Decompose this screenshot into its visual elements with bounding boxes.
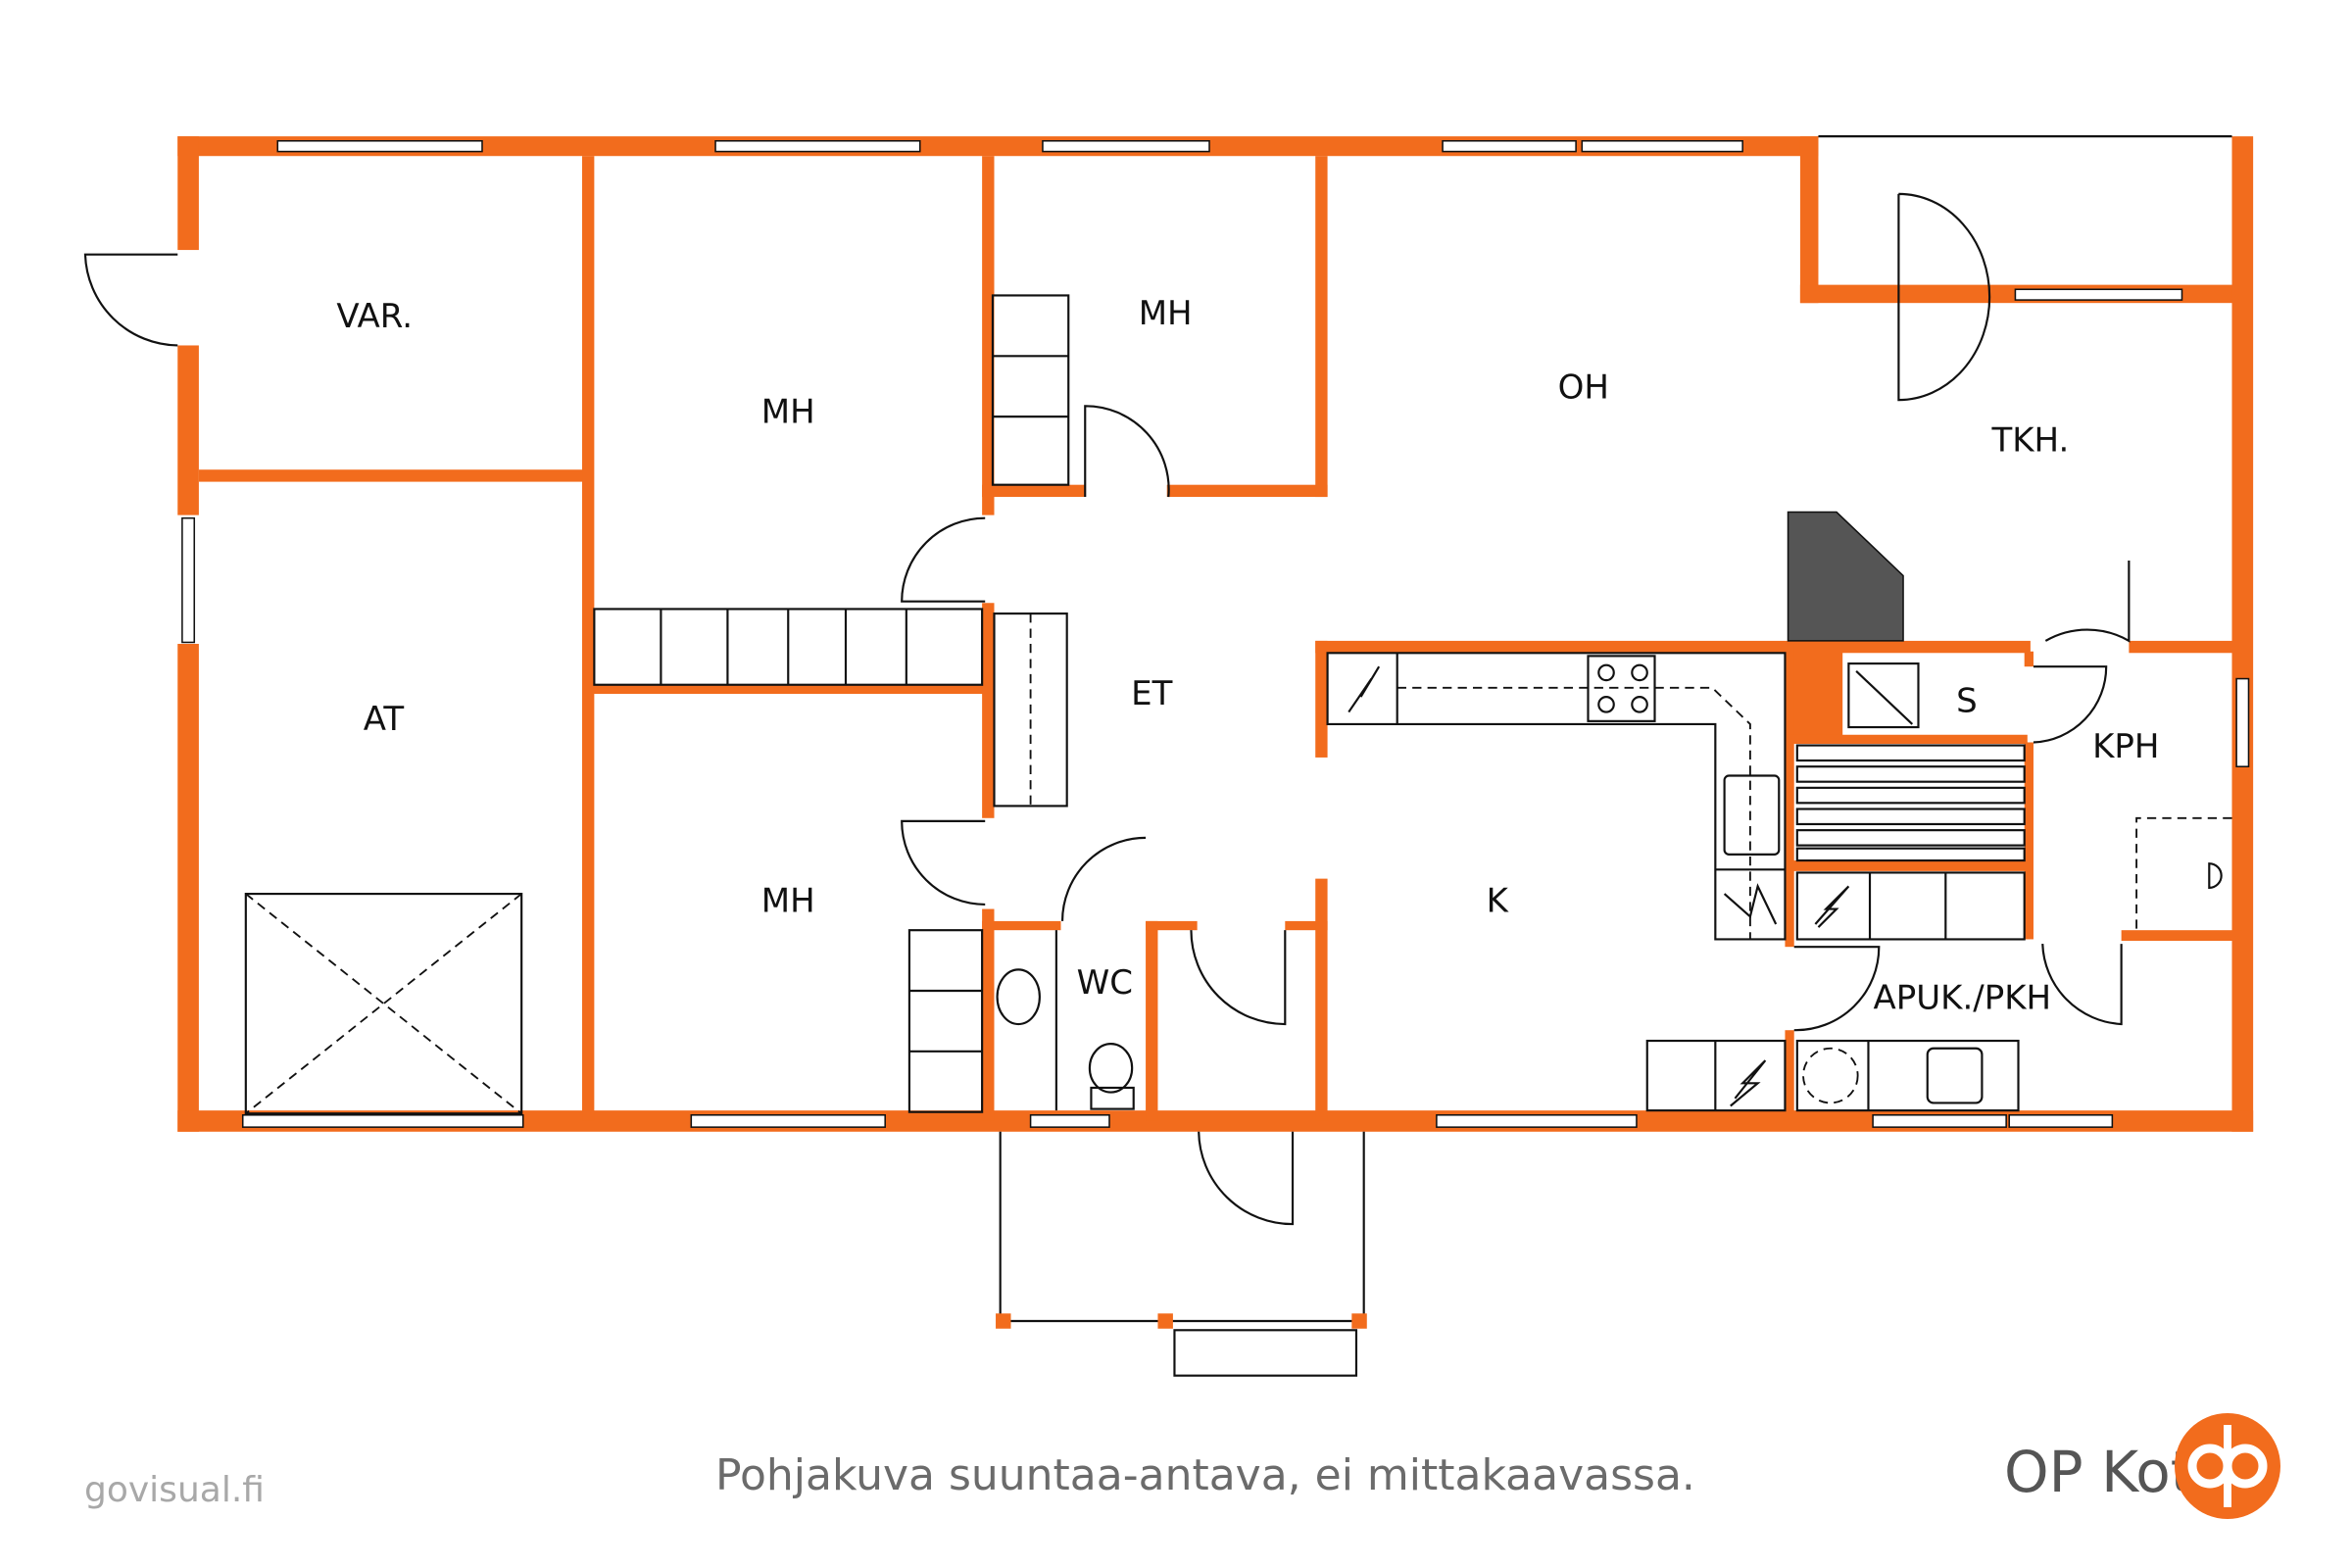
fixtures <box>244 294 2232 1377</box>
room-label-oh: OH <box>1558 368 1609 408</box>
room-label-s: S <box>1956 682 1978 721</box>
room-label-et: ET <box>1131 674 1172 713</box>
room-label-kph: KPH <box>2092 727 2159 766</box>
room-label-mh: MH <box>761 392 815 431</box>
room-label-mh: MH <box>1139 294 1193 333</box>
room-label-mh: MH <box>761 882 815 921</box>
site-credit: govisual.fi <box>84 1470 265 1510</box>
brand-name: OP Koti <box>2004 1439 2209 1505</box>
op-logo-icon <box>2175 1413 2280 1519</box>
room-label-at: AT <box>364 700 405 739</box>
room-label-var: VAR. <box>336 297 413 336</box>
room-label-apuk: APUK./PKH <box>1874 979 2052 1018</box>
room-label-tkh: TKH. <box>1990 421 2069 461</box>
room-labels: VAR. AT MH MH MH OH TKH. ET WC K S KPH A… <box>336 294 2159 1018</box>
room-label-k: K <box>1487 882 1510 921</box>
windows <box>181 135 2250 1128</box>
doors <box>83 192 2131 1226</box>
room-label-wc: WC <box>1077 963 1133 1003</box>
disclaimer-note: Pohjakuva suuntaa-antava, ei mittakaavas… <box>715 1450 1695 1500</box>
fireplace <box>1787 511 1904 642</box>
